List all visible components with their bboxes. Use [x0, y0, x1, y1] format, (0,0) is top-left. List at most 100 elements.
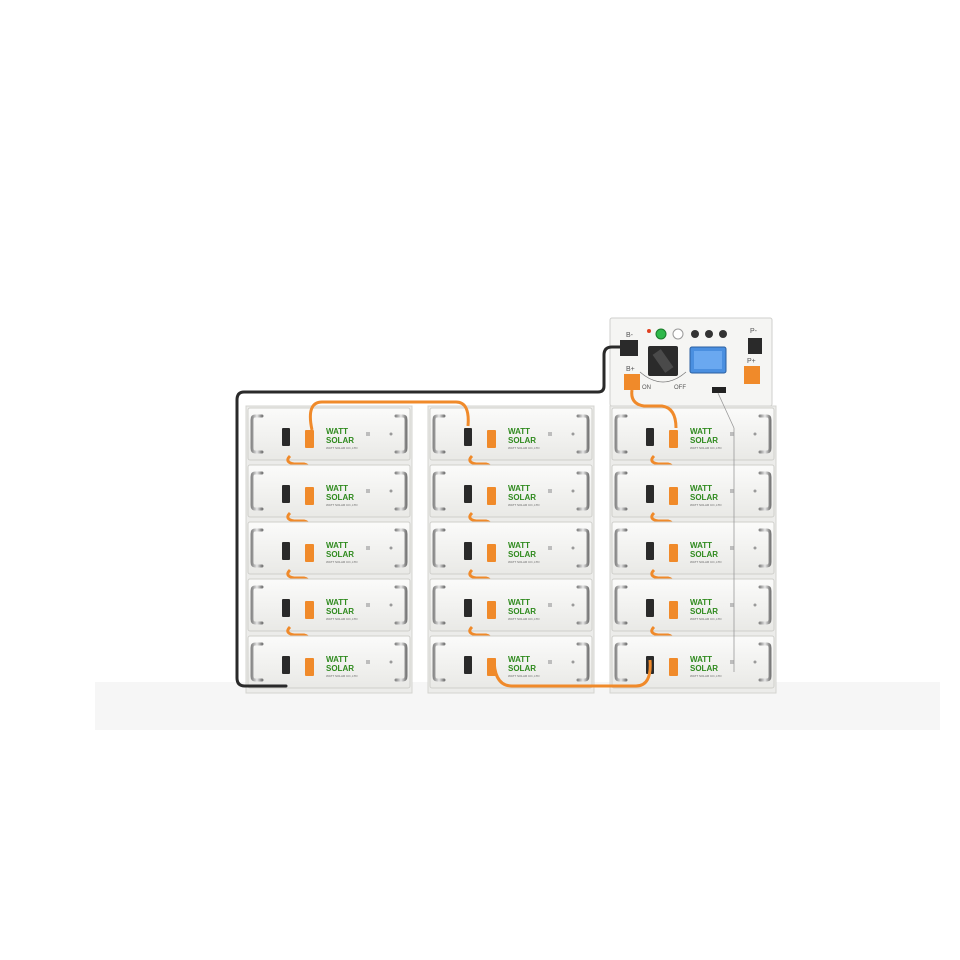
status-led-icon	[730, 432, 734, 436]
module-handle[interactable]	[432, 414, 446, 454]
module-handle[interactable]	[394, 471, 408, 511]
negative-connector[interactable]	[282, 542, 290, 560]
positive-connector[interactable]	[305, 601, 314, 619]
port-1-icon[interactable]	[691, 330, 699, 338]
brand-logo-line2: SOLAR	[508, 493, 536, 502]
brand-tagline: WATT SOLAR CO.,LTD	[508, 446, 540, 450]
positive-connector[interactable]	[487, 487, 496, 505]
terminal-b-minus[interactable]: B-	[620, 332, 638, 356]
brand-tagline: WATT SOLAR CO.,LTD	[508, 503, 540, 507]
brand-logo-line1: WATT	[690, 598, 712, 607]
positive-connector[interactable]	[669, 487, 678, 505]
module-handle[interactable]	[614, 585, 628, 625]
negative-connector[interactable]	[646, 599, 654, 617]
module-handle[interactable]	[394, 642, 408, 682]
brand-logo-line1: WATT	[690, 655, 712, 664]
module-handle[interactable]	[576, 471, 590, 511]
negative-connector[interactable]	[282, 428, 290, 446]
brand-logo-line1: WATT	[508, 427, 530, 436]
rotary-breaker-switch[interactable]: ON OFF	[639, 346, 686, 391]
lcd-display	[689, 346, 727, 374]
module-handle[interactable]	[576, 414, 590, 454]
negative-connector[interactable]	[282, 485, 290, 503]
indicator-dot-icon	[753, 660, 757, 664]
module-panel	[247, 464, 411, 518]
module-handle[interactable]	[758, 528, 772, 568]
port-3-icon[interactable]	[719, 330, 727, 338]
indicator-dot-icon	[389, 546, 393, 550]
module-handle[interactable]	[576, 528, 590, 568]
module-handle[interactable]	[250, 585, 264, 625]
module-handle[interactable]	[250, 642, 264, 682]
positive-connector[interactable]	[669, 601, 678, 619]
module-panel	[611, 521, 775, 575]
main-negative-cable	[235, 345, 624, 688]
module-handle[interactable]	[250, 528, 264, 568]
module-handle[interactable]	[576, 642, 590, 682]
module-handle[interactable]	[432, 528, 446, 568]
brand-tagline: WATT SOLAR CO.,LTD	[690, 674, 722, 678]
module-handle[interactable]	[432, 471, 446, 511]
terminal-p-minus[interactable]: P-	[748, 328, 762, 354]
module-handle[interactable]	[432, 642, 446, 682]
brand-logo-line1: WATT	[690, 484, 712, 493]
negative-connector[interactable]	[464, 599, 472, 617]
module-handle[interactable]	[394, 528, 408, 568]
module-handle[interactable]	[758, 642, 772, 682]
negative-connector[interactable]	[464, 656, 472, 674]
module-handle[interactable]	[576, 585, 590, 625]
module-panel	[429, 635, 593, 689]
module-handle[interactable]	[758, 471, 772, 511]
indicator-dot-icon	[571, 603, 575, 607]
module-handle[interactable]	[394, 585, 408, 625]
module-handle[interactable]	[758, 585, 772, 625]
switch-on-label: ON	[642, 385, 651, 391]
positive-connector[interactable]	[669, 658, 678, 676]
module-handle[interactable]	[250, 471, 264, 511]
module-handle[interactable]	[614, 471, 628, 511]
brand-logo-line2: SOLAR	[690, 664, 718, 673]
terminal-b-plus[interactable]: B+	[624, 366, 640, 390]
brand-tagline: WATT SOLAR CO.,LTD	[690, 617, 722, 621]
power-button-icon[interactable]	[655, 328, 667, 340]
positive-connector[interactable]	[305, 430, 314, 448]
negative-connector[interactable]	[646, 542, 654, 560]
negative-connector[interactable]	[282, 656, 290, 674]
terminal-p-plus[interactable]: P+	[744, 358, 760, 384]
positive-connector[interactable]	[305, 487, 314, 505]
brand-logo-line1: WATT	[326, 427, 348, 436]
terminal-p-plus-label: P+	[747, 358, 756, 365]
brand-tagline: WATT SOLAR CO.,LTD	[690, 446, 722, 450]
comm-port[interactable]	[712, 387, 726, 393]
positive-connector[interactable]	[669, 544, 678, 562]
brand-logo-line1: WATT	[508, 541, 530, 550]
negative-connector[interactable]	[646, 485, 654, 503]
indicator-dot-icon	[389, 660, 393, 664]
negative-connector[interactable]	[646, 428, 654, 446]
positive-connector[interactable]	[305, 544, 314, 562]
positive-connector[interactable]	[487, 430, 496, 448]
positive-connector[interactable]	[487, 601, 496, 619]
module-handle[interactable]	[394, 414, 408, 454]
negative-connector[interactable]	[464, 485, 472, 503]
reset-button-icon[interactable]	[672, 328, 684, 340]
port-2-icon[interactable]	[705, 330, 713, 338]
positive-connector[interactable]	[669, 430, 678, 448]
module-handle[interactable]	[614, 642, 628, 682]
module-handle[interactable]	[758, 414, 772, 454]
positive-connector[interactable]	[305, 658, 314, 676]
negative-connector[interactable]	[282, 599, 290, 617]
negative-connector[interactable]	[464, 542, 472, 560]
module-handle[interactable]	[432, 585, 446, 625]
module-handle[interactable]	[614, 414, 628, 454]
positive-connector[interactable]	[487, 544, 496, 562]
module-handle[interactable]	[614, 528, 628, 568]
negative-connector[interactable]	[464, 428, 472, 446]
module-handle[interactable]	[250, 414, 264, 454]
